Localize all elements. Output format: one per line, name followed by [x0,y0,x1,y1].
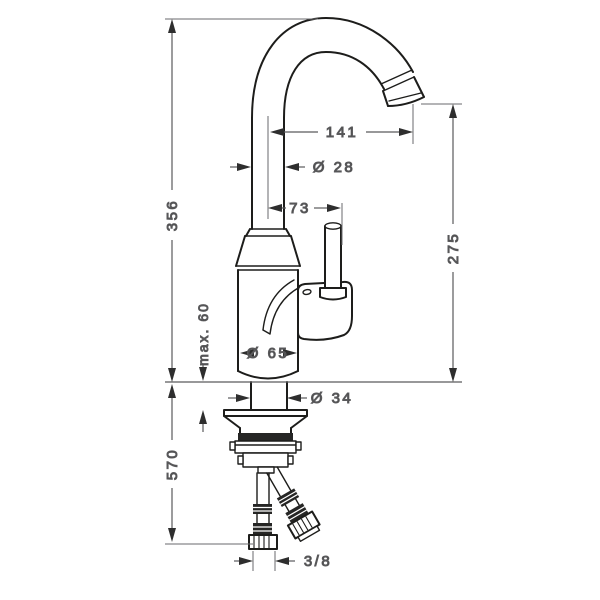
body-cone [235,228,301,271]
arrow-down [168,368,176,382]
arrow-right [327,204,341,212]
arrow-right [237,163,251,171]
mounting-flange [223,409,308,417]
dim-label-38: 3/8 [304,553,332,570]
hose-outlet-tab [257,466,275,474]
arrow-left [270,128,284,136]
faucet-body [237,269,301,380]
dim-label-73: 73 [289,200,311,217]
dim-label-570: 570 [164,448,181,481]
supply-hoses [248,466,321,550]
dim-label-34: Ø 34 [311,390,354,407]
dim-label-max60: max. 60 [195,302,211,366]
spout-inner-arc [283,51,385,119]
dim-label-65: Ø 65 [247,345,290,362]
arrow-right [236,394,250,402]
arrow-down [449,368,457,382]
arrow-left [287,394,301,402]
arrow-left [240,349,254,357]
handle-group [297,222,353,341]
dim-label-28: Ø 28 [313,159,356,176]
nut-tab-left [229,441,236,451]
arrow-up [168,384,176,398]
hose-nut-vertical [248,534,278,550]
dimension-layer: 356 570 275 141 [164,18,463,571]
supply-hose-angled [266,466,321,543]
mounting-nut-upper [234,440,297,454]
dimension-overall-height: 356 [164,19,182,382]
handle-lever [324,225,342,289]
dimension-spout-to-handle: 73 [268,200,341,218]
arrow-up [449,104,457,118]
dim-label-356: 356 [164,199,181,232]
threaded-shank [250,381,288,411]
dimension-outlet-height: 275 [445,104,463,382]
handle-top [324,222,342,230]
spout-pipe [251,117,285,230]
handle-collar [319,287,347,301]
dimension-height-incl-hoses: 570 [164,384,182,542]
arrow-right [239,557,253,565]
arrow-right [283,349,297,357]
arrow-left [275,557,289,565]
arrow-up [168,19,176,33]
arrow-down [199,367,207,381]
supply-hose-vertical [248,472,278,550]
arrow-down [168,528,176,542]
dimension-hose-thread: 3/8 [234,551,332,571]
mounting-nut-lower [242,452,289,468]
arrow-left [285,163,299,171]
body-spout-junction-curve [262,279,295,331]
dimension-shank-diameter: Ø 34 [228,390,354,408]
dimension-base-diameter: Ø 65 [240,345,297,363]
dimension-pipe-diameter: Ø 28 [230,159,356,177]
dim-label-141: 141 [326,124,359,141]
arrow-up [199,410,207,424]
body-spout-junction-curve-2 [262,286,301,335]
nut-tab-right [295,441,302,451]
seal-ring [238,433,293,441]
arrow-right [399,128,413,136]
dim-label-275: 275 [445,232,462,265]
spout-outlet [380,69,425,107]
dimension-max-thickness: max. 60 [195,302,212,432]
faucet-outline [223,17,425,550]
dimension-spout-reach: 141 [270,124,413,142]
spout-arc [251,17,425,119]
mounting-assembly [223,381,308,474]
spout-outer-arc [251,17,414,119]
housing-screw [302,288,312,296]
arrow-left [268,204,282,212]
